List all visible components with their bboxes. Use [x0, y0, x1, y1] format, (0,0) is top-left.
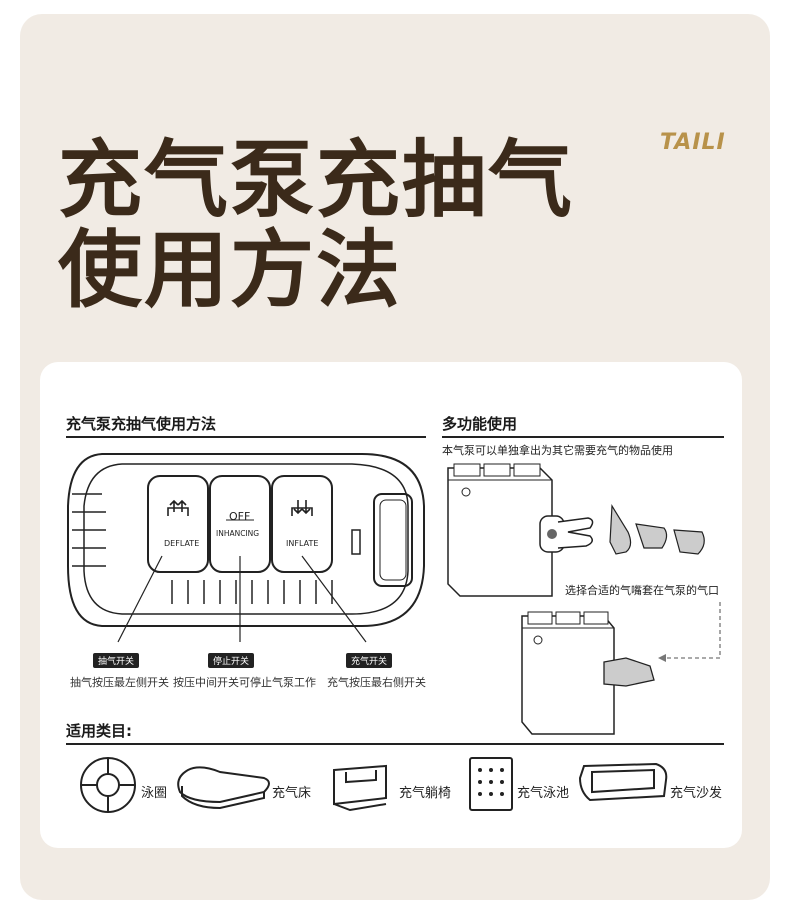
- deflate-tag: 抽气开关: [93, 653, 140, 668]
- right-section-desc: 本气泵可以单独拿出为其它需要充气的物品使用: [442, 444, 673, 457]
- right-section-title: 多功能使用: [442, 415, 518, 433]
- applicable-icons: [80, 757, 668, 813]
- lounge-chair-icon: [333, 764, 387, 812]
- inflate-button-label: INFLATE: [286, 539, 319, 548]
- applicable-title: 适用类目:: [66, 722, 132, 740]
- inflate-caption: 充气按压最右侧开关: [327, 676, 426, 689]
- item-label-air-bed: 充气床: [272, 786, 312, 801]
- multi-use-diagram: [447, 463, 721, 735]
- item-label-sofa: 充气沙发: [670, 786, 723, 801]
- stop-caption: 按压中间开关可停止气泵工作: [173, 676, 316, 689]
- off-button-top: OFF: [229, 510, 251, 523]
- stop-tag: 停止开关: [208, 653, 255, 668]
- left-section-rule: [66, 436, 426, 438]
- deflate-caption: 抽气按压最左侧开关: [70, 676, 169, 689]
- item-label-pool: 充气泳池: [517, 786, 570, 801]
- deflate-icon: [167, 499, 189, 516]
- off-button-label: INHANCING: [216, 529, 260, 538]
- headline-line1: 充气泵充抽气: [58, 131, 575, 229]
- applicable-rule: [66, 743, 724, 745]
- brand-logo: TAILI: [660, 130, 726, 155]
- right-section-rule: [442, 436, 724, 438]
- pool-icon: [469, 757, 513, 811]
- right-step2-text: 选择合适的气嘴套在气泵的气口: [565, 584, 719, 597]
- air-bed-icon: [177, 766, 270, 810]
- headline-line2: 使用方法: [58, 221, 403, 319]
- left-section-title: 充气泵充抽气使用方法: [66, 415, 217, 433]
- deflate-button-label: DEFLATE: [164, 539, 200, 548]
- item-label-lounge-chair: 充气躺椅: [399, 786, 452, 801]
- item-label-swim-ring: 泳圈: [141, 786, 168, 801]
- sofa-icon: [578, 762, 668, 802]
- inflate-tag: 充气开关: [346, 653, 393, 668]
- inflate-icon: [291, 500, 313, 516]
- swim-ring-icon: [80, 757, 136, 813]
- control-panel-diagram: [67, 453, 425, 643]
